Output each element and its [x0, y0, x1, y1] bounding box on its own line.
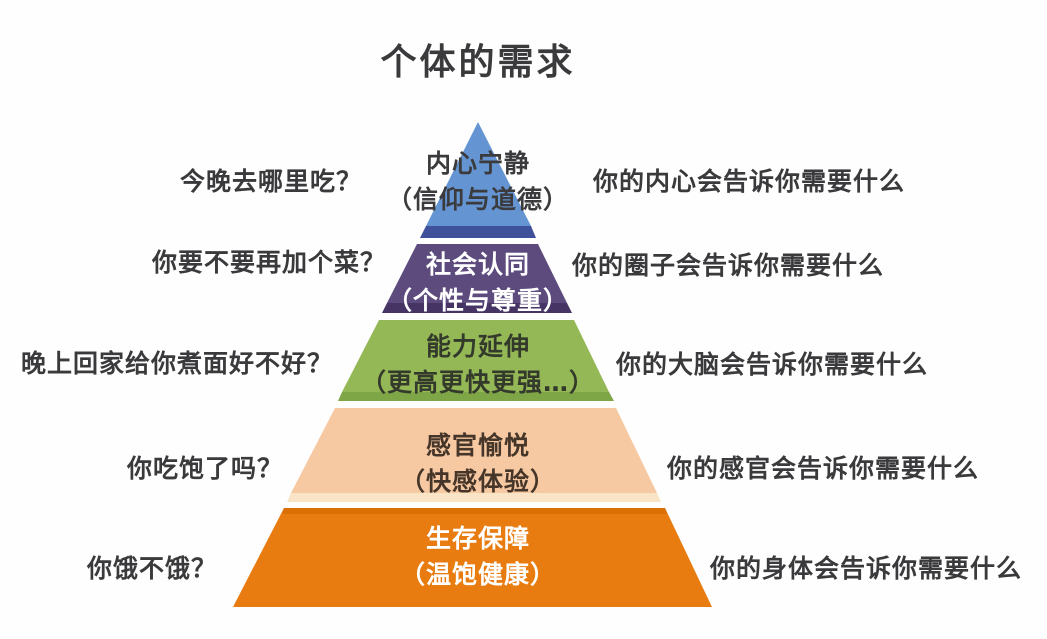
level-2-subtitle: （个性与尊重） [386, 285, 570, 315]
pyramid-level-2-shape [387, 244, 567, 303]
pyramid-level-4-edge [287, 493, 661, 502]
left-label-level-4: 你吃饱了吗？ [126, 454, 283, 483]
pyramid-level-3-shape [342, 320, 609, 392]
level-4-title: 感官愉悦 [425, 431, 531, 460]
pyramid-level-5-shape [233, 508, 712, 607]
level-1-title: 内心宁静 [425, 149, 531, 178]
pyramid-level-3-edge [338, 392, 614, 401]
level-3-subtitle: （更高更快更强…） [360, 367, 596, 397]
level-1-subtitle: （信仰与道德） [386, 184, 570, 214]
left-label-level-1: 今晚去哪里吃？ [179, 167, 362, 196]
pyramid-level-1-caption: 内心宁静 （信仰与道德） [387, 146, 569, 217]
right-label-level-5: 你的身体会告诉你需要什么 [710, 554, 1023, 583]
pyramid-level-1-edge [420, 226, 536, 238]
pyramid-level-4-shape [291, 408, 657, 493]
page-title: 个体的需求 [380, 42, 576, 83]
level-5-subtitle: （温饱健康） [399, 559, 557, 589]
pyramid-level-1-shape [426, 122, 531, 226]
right-label-level-2: 你的圈子会告诉你需要什么 [572, 251, 885, 280]
pyramid-level-5-caption: 生存保障 （温饱健康） [400, 521, 556, 592]
pyramid-level-2-edge [382, 303, 572, 313]
pyramid-level-5-edge [282, 508, 667, 514]
left-label-level-2: 你要不要再加个菜？ [151, 248, 386, 277]
right-label-level-4: 你的感官会告诉你需要什么 [667, 454, 980, 483]
pyramid-level-4-caption: 感官愉悦 （快感体验） [400, 428, 556, 499]
right-label-level-3: 你的大脑会告诉你需要什么 [616, 350, 929, 379]
right-label-level-1: 你的内心会告诉你需要什么 [593, 167, 906, 196]
left-label-level-5: 你饿不饿？ [86, 554, 217, 583]
level-5-title: 生存保障 [425, 524, 531, 553]
level-4-subtitle: （快感体验） [399, 466, 557, 496]
pyramid-level-3-caption: 能力延伸 （更高更快更强…） [361, 329, 595, 400]
level-3-title: 能力延伸 [425, 332, 531, 361]
level-2-title: 社会认同 [425, 250, 531, 279]
left-label-level-3: 晚上回家给你煮面好不好？ [20, 349, 333, 378]
pyramid-level-2-caption: 社会认同 （个性与尊重） [387, 247, 569, 318]
